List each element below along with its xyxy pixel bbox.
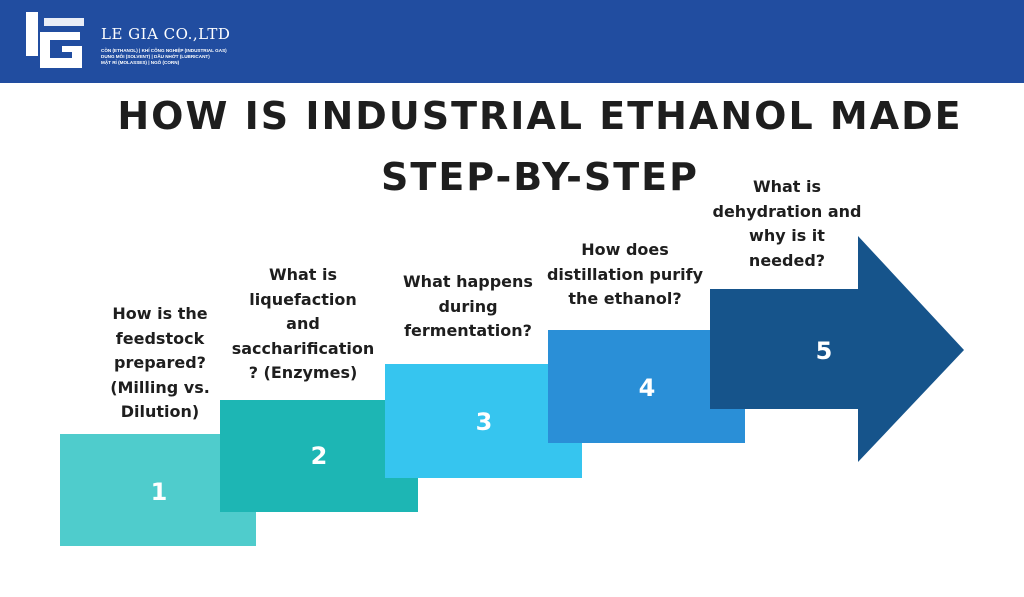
company-logo [26, 12, 84, 68]
step-1-question: How is the feedstock prepared? (Milling … [60, 302, 260, 425]
step-5-question: What is dehydration and why is it needed… [697, 175, 877, 273]
step-1-question-line: How is the [112, 304, 208, 323]
step-4-question-line: the ethanol? [568, 289, 682, 308]
step-2-question-line: What is [268, 265, 338, 284]
step-5-question-line: why is it [749, 226, 825, 245]
step-3-question-line: fermentation? [404, 321, 532, 340]
step-1-question-line: Dilution) [120, 402, 200, 421]
step-2-question-line: saccharification [231, 338, 375, 358]
step-3-question-line: during [438, 296, 498, 316]
step-5-question-line: needed? [748, 250, 826, 270]
step-3-question-line: What happens [403, 272, 533, 291]
step-2-number: 2 [310, 442, 328, 470]
step-4-question-line: How does [581, 240, 669, 259]
step-3-number: 3 [475, 408, 493, 436]
company-tagline-1: CỒN (ETHANOL) | KHÍ CÔNG NGHIỆP (INDUSTR… [101, 48, 227, 53]
company-tagline-2: DUNG MÔI (SOLVENT) | DẦU NHỚT (LUBRICANT… [101, 54, 210, 59]
step-1-question-line: feedstock [115, 328, 205, 348]
step-5-number: 5 [815, 337, 833, 365]
page-title-line-1: HOW IS INDUSTRIAL ETHANOL MADE [117, 94, 963, 138]
page-title-line-2: STEP-BY-STEP [381, 155, 699, 199]
step-2-question-line: and [286, 314, 320, 333]
step-4-question: How does distillation purify the ethanol… [535, 238, 715, 312]
step-5-arrow [710, 236, 964, 462]
step-4-number: 4 [638, 374, 656, 402]
step-2-question: What is liquefaction and saccharificatio… [213, 263, 393, 386]
step-2-question-line: liquefaction [249, 289, 357, 309]
company-name: LE GIA CO.,LTD [101, 25, 231, 43]
step-3-question: What happens during fermentation? [388, 270, 548, 344]
step-1-number: 1 [150, 478, 168, 506]
step-2-question-line: ? (Enzymes) [248, 363, 358, 382]
step-1-question-line: prepared? [114, 353, 206, 372]
step-5-question-line: What is [752, 177, 822, 196]
company-tagline-3: MẬT RỈ (MOLASSES) | NGÔ (CORN) [101, 60, 180, 65]
step-1-question-line: (Milling vs. [110, 377, 210, 397]
step-4-question-line: distillation purify [546, 264, 704, 284]
step-5-question-line: dehydration and [712, 201, 862, 221]
header-banner: LE GIA CO.,LTD CỒN (ETHANOL) | KHÍ CÔNG … [0, 0, 1024, 83]
